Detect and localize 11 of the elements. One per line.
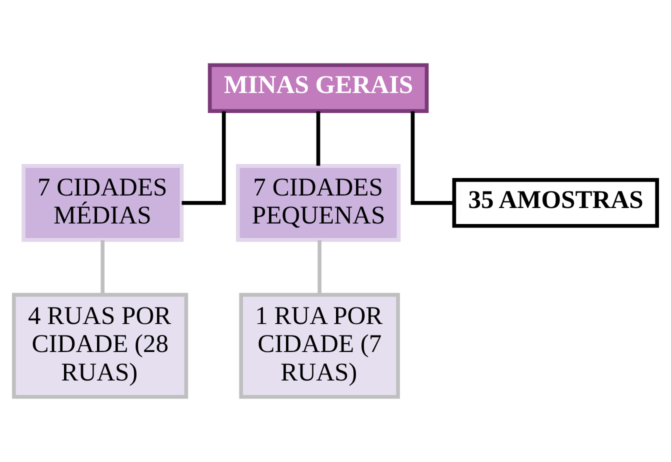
node-box: 4 RUAS POR CIDADE (28 RUAS) (12, 292, 188, 399)
node-box: 1 RUA POR CIDADE (7 RUAS) (239, 292, 400, 399)
node-box: 7 CIDADES PEQUENAS (236, 164, 401, 242)
node-box: 35 AMOSTRAS (452, 178, 659, 228)
connector (318, 240, 322, 294)
connector (100, 240, 105, 294)
node-box: 7 CIDADES MÉDIAS (22, 164, 184, 242)
connector (182, 111, 226, 205)
connector (316, 111, 320, 166)
node-box: MINAS GERAIS (208, 63, 429, 113)
connector (410, 111, 454, 205)
